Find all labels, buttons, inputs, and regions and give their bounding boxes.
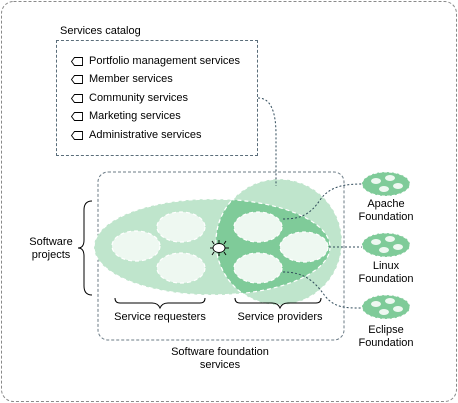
linux-label: Linux Foundation bbox=[350, 260, 422, 286]
eclipse-label-line2: Foundation bbox=[358, 337, 414, 349]
services-catalog: Portfolio management services Member ser… bbox=[56, 40, 258, 156]
projects-label-line2: projects bbox=[31, 249, 71, 261]
providers-label: Service providers bbox=[237, 311, 323, 323]
requester-node bbox=[111, 230, 161, 262]
eclipse-label: Eclipse Foundation bbox=[350, 324, 422, 350]
foundation-label-line2: services bbox=[199, 359, 241, 371]
eclipse-cluster bbox=[361, 294, 411, 320]
catalog-item: Community services bbox=[71, 91, 188, 105]
tag-icon bbox=[71, 56, 83, 66]
catalog-item: Marketing services bbox=[71, 109, 181, 123]
apache-cluster bbox=[361, 171, 411, 197]
tag-icon bbox=[71, 93, 83, 103]
catalog-item-label: Community services bbox=[89, 92, 189, 104]
apache-label: Apache Foundation bbox=[350, 198, 422, 224]
tag-icon bbox=[71, 74, 83, 84]
eclipse-connector bbox=[282, 271, 363, 309]
projects-brace bbox=[77, 200, 93, 296]
apache-label-line2: Foundation bbox=[358, 211, 414, 223]
linux-label-line1: Linux bbox=[372, 260, 400, 272]
linux-label-line2: Foundation bbox=[358, 273, 414, 285]
catalog-title: Services catalog bbox=[60, 25, 141, 37]
apache-connector bbox=[282, 183, 363, 220]
provider-node bbox=[233, 211, 283, 243]
catalog-item-label: Member services bbox=[89, 73, 173, 85]
tag-icon bbox=[71, 111, 83, 121]
tag-icon bbox=[71, 130, 83, 140]
projects-label-line1: Software bbox=[29, 236, 73, 248]
apache-label-line1: Apache bbox=[367, 198, 405, 210]
catalog-item: Member services bbox=[71, 72, 173, 86]
requesters-label: Service requesters bbox=[114, 311, 206, 323]
catalog-item: Portfolio management services bbox=[71, 54, 240, 68]
requesters-brace bbox=[114, 297, 206, 310]
catalog-item-label: Marketing services bbox=[89, 110, 181, 122]
catalog-item-label: Administrative services bbox=[89, 129, 202, 141]
eclipse-label-line1: Eclipse bbox=[368, 324, 404, 336]
interface-icon bbox=[210, 240, 229, 256]
projects-label: Software projects bbox=[20, 236, 82, 262]
providers-brace bbox=[234, 297, 322, 310]
catalog-item: Administrative services bbox=[71, 128, 201, 142]
provider-node bbox=[233, 252, 283, 284]
requester-node bbox=[156, 211, 206, 243]
provider-node bbox=[279, 231, 329, 263]
catalog-item-label: Portfolio management services bbox=[89, 55, 241, 67]
catalog-connector bbox=[257, 97, 277, 186]
foundation-label: Software foundation services bbox=[150, 346, 290, 372]
linux-cluster bbox=[361, 232, 411, 258]
requester-node bbox=[156, 252, 206, 284]
foundation-label-line1: Software foundation bbox=[171, 346, 269, 358]
providers-circle-outline bbox=[215, 178, 343, 306]
